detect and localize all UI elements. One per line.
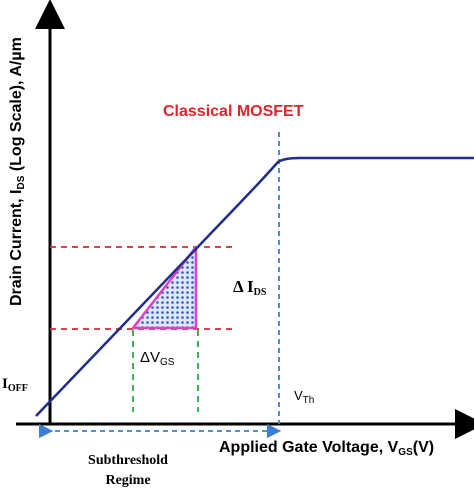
slope-triangle: [131, 245, 198, 330]
subthreshold-regime-label: Subthreshold Regime: [68, 451, 188, 491]
delta-ids-label: Δ IDS: [233, 277, 267, 298]
subthreshold-line2: Regime: [105, 473, 151, 488]
y-axis-label: Drain Current, IDS (Log Scale), A/µm: [8, 37, 27, 306]
id-vg-curve: [35, 156, 474, 417]
delta-vgs-label: ΔVGS: [140, 349, 175, 368]
vth-label: VTh: [294, 388, 315, 406]
x-axis-label: Applied Gate Voltage, VGS(V): [219, 439, 435, 458]
subthreshold-line1: Subthreshold: [88, 453, 168, 468]
ioff-label: IOFF: [2, 376, 28, 394]
chart-title: Classical MOSFET: [163, 103, 304, 120]
